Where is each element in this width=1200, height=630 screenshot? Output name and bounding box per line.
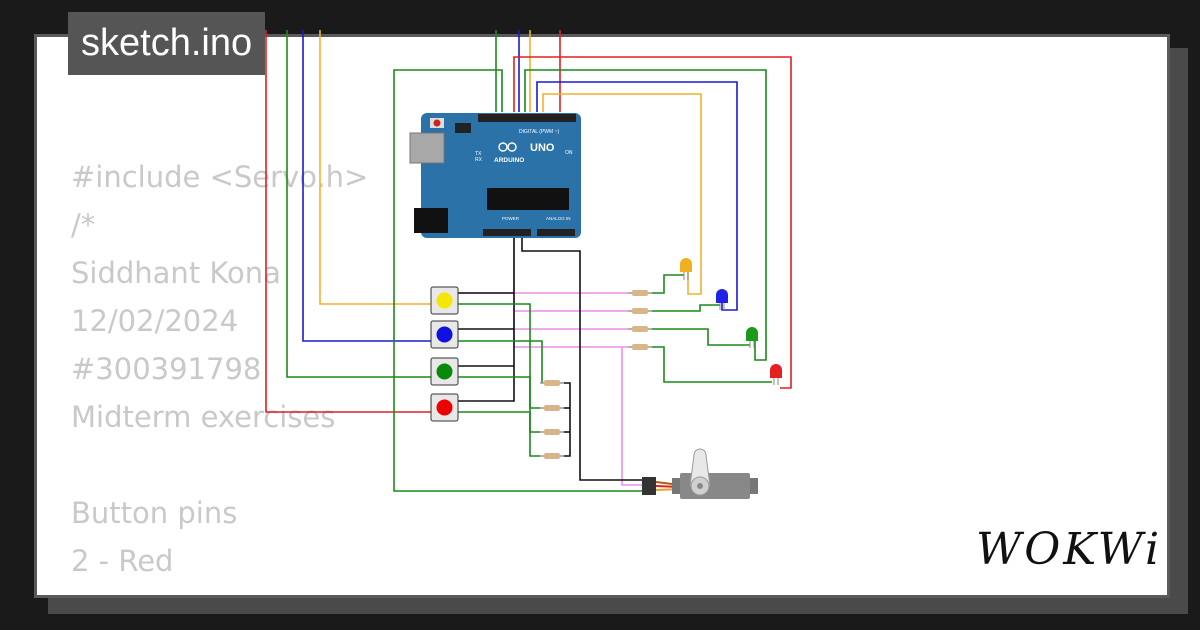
resistor[interactable]	[540, 453, 564, 459]
wire-red-led	[513, 56, 792, 389]
code-line: #include <Servo.h>	[71, 160, 369, 194]
digital-header	[478, 114, 576, 122]
code-preview: #include <Servo.h> /* Siddhant Kona 12/02/2…	[71, 153, 369, 595]
board-label-tx: TX	[475, 151, 482, 157]
board-label-power: POWER	[502, 216, 520, 221]
icsp-header	[455, 123, 471, 133]
power-jack	[414, 208, 448, 233]
code-line: /*	[71, 208, 96, 242]
usb-connector	[409, 132, 445, 164]
led-resistors[interactable]	[628, 290, 652, 350]
analog-header	[537, 229, 575, 236]
wire-yellow-led	[542, 93, 702, 295]
board-label-digital: DIGITAL (PWM ~)	[519, 129, 559, 135]
pushbutton-red[interactable]	[430, 393, 459, 422]
wire-servo-ground	[521, 236, 642, 481]
wire-green-button	[286, 30, 432, 378]
pushbutton-yellow[interactable]	[430, 286, 459, 315]
wire-blue-led	[536, 81, 738, 311]
wire-servo-power	[621, 347, 642, 486]
leds[interactable]	[680, 258, 782, 385]
resistor[interactable]	[540, 380, 564, 386]
resistor[interactable]	[628, 326, 652, 332]
resistor[interactable]	[628, 308, 652, 314]
board-label-on: ON	[565, 150, 573, 156]
servo-horn	[689, 448, 711, 487]
servo-connector	[642, 477, 656, 495]
wokwi-logo: WOKWi	[976, 524, 1163, 575]
wire-servo-signal-loop	[393, 69, 642, 492]
arduino-logo-icon	[498, 142, 508, 152]
wire-red-button	[265, 30, 432, 413]
resistor[interactable]	[540, 429, 564, 435]
sketch-title: sketch.ino	[68, 12, 266, 75]
pushbutton-blue[interactable]	[430, 320, 459, 349]
led-red[interactable]	[770, 364, 782, 385]
board-label-uno: UNO	[530, 142, 555, 154]
led-blue[interactable]	[716, 289, 728, 310]
code-line: Button pins	[71, 496, 238, 530]
microcontroller-chip	[487, 188, 569, 210]
resistor[interactable]	[628, 344, 652, 350]
board-label-analog: ANALOG IN	[546, 216, 571, 221]
board-label-maker: ARDUINO	[494, 157, 524, 164]
code-line: 13 - Green	[71, 585, 368, 595]
code-line: 12/02/2024	[71, 304, 239, 338]
resistor[interactable]	[628, 290, 652, 296]
led-yellow[interactable]	[680, 258, 692, 280]
button-resistors[interactable]	[540, 380, 564, 459]
push-buttons[interactable]	[430, 286, 459, 422]
wire-yellow-button	[319, 30, 432, 305]
pushbutton-green[interactable]	[430, 357, 459, 386]
code-line: #300391798	[71, 352, 262, 386]
code-line: Midterm exercises	[71, 400, 336, 434]
board-label-rx: RX	[475, 157, 483, 163]
arduino-uno-board[interactable]: UNO ARDUINO DIGITAL (PWM ~) POWER ANALOG…	[409, 113, 581, 238]
code-line: 2 - Red	[71, 544, 174, 578]
wire-green-led	[524, 69, 767, 361]
power-header	[483, 229, 531, 236]
preview-card[interactable]: #include <Servo.h> /* Siddhant Kona 12/02/2…	[34, 34, 1170, 598]
resistor[interactable]	[540, 405, 564, 411]
wires	[265, 30, 792, 492]
led-green[interactable]	[746, 327, 758, 348]
servo-motor[interactable]	[642, 448, 758, 499]
code-line: Siddhant Kona	[71, 256, 281, 290]
wire-blue-button	[302, 30, 432, 342]
